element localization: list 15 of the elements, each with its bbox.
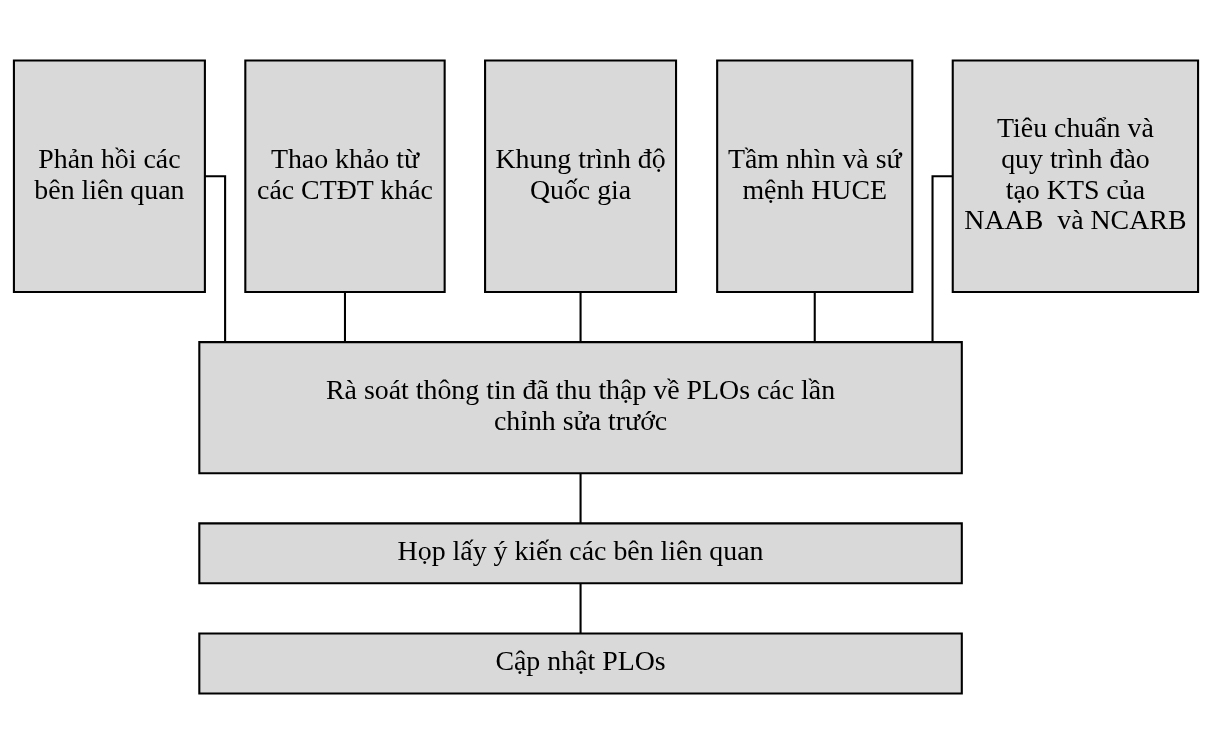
node-box: Họp lấy ý kiến các bên liên quan [198, 521, 963, 584]
connector [813, 292, 816, 342]
node-box: Thao khảo từ các CTĐT khác [244, 59, 446, 293]
node-box: Tầm nhìn và sứ mệnh HUCE [716, 59, 914, 293]
node-box: Tiêu chuẩn và quy trình đào tạo KTS của NAAB và NCARB [951, 59, 1200, 293]
connector [579, 582, 582, 633]
connector [931, 174, 953, 342]
connector [579, 472, 582, 523]
node-box: Cập nhật PLOs [198, 631, 963, 694]
connector [204, 174, 227, 342]
node-box: Rà soát thông tin đã thu thập về PLOs các lần chỉnh sửa trước [198, 340, 963, 474]
connector [343, 292, 347, 342]
node-box: Khung trình độ Quốc gia [484, 59, 678, 293]
connector [579, 292, 582, 342]
node-box: Phản hồi các bên liên quan [12, 59, 206, 293]
